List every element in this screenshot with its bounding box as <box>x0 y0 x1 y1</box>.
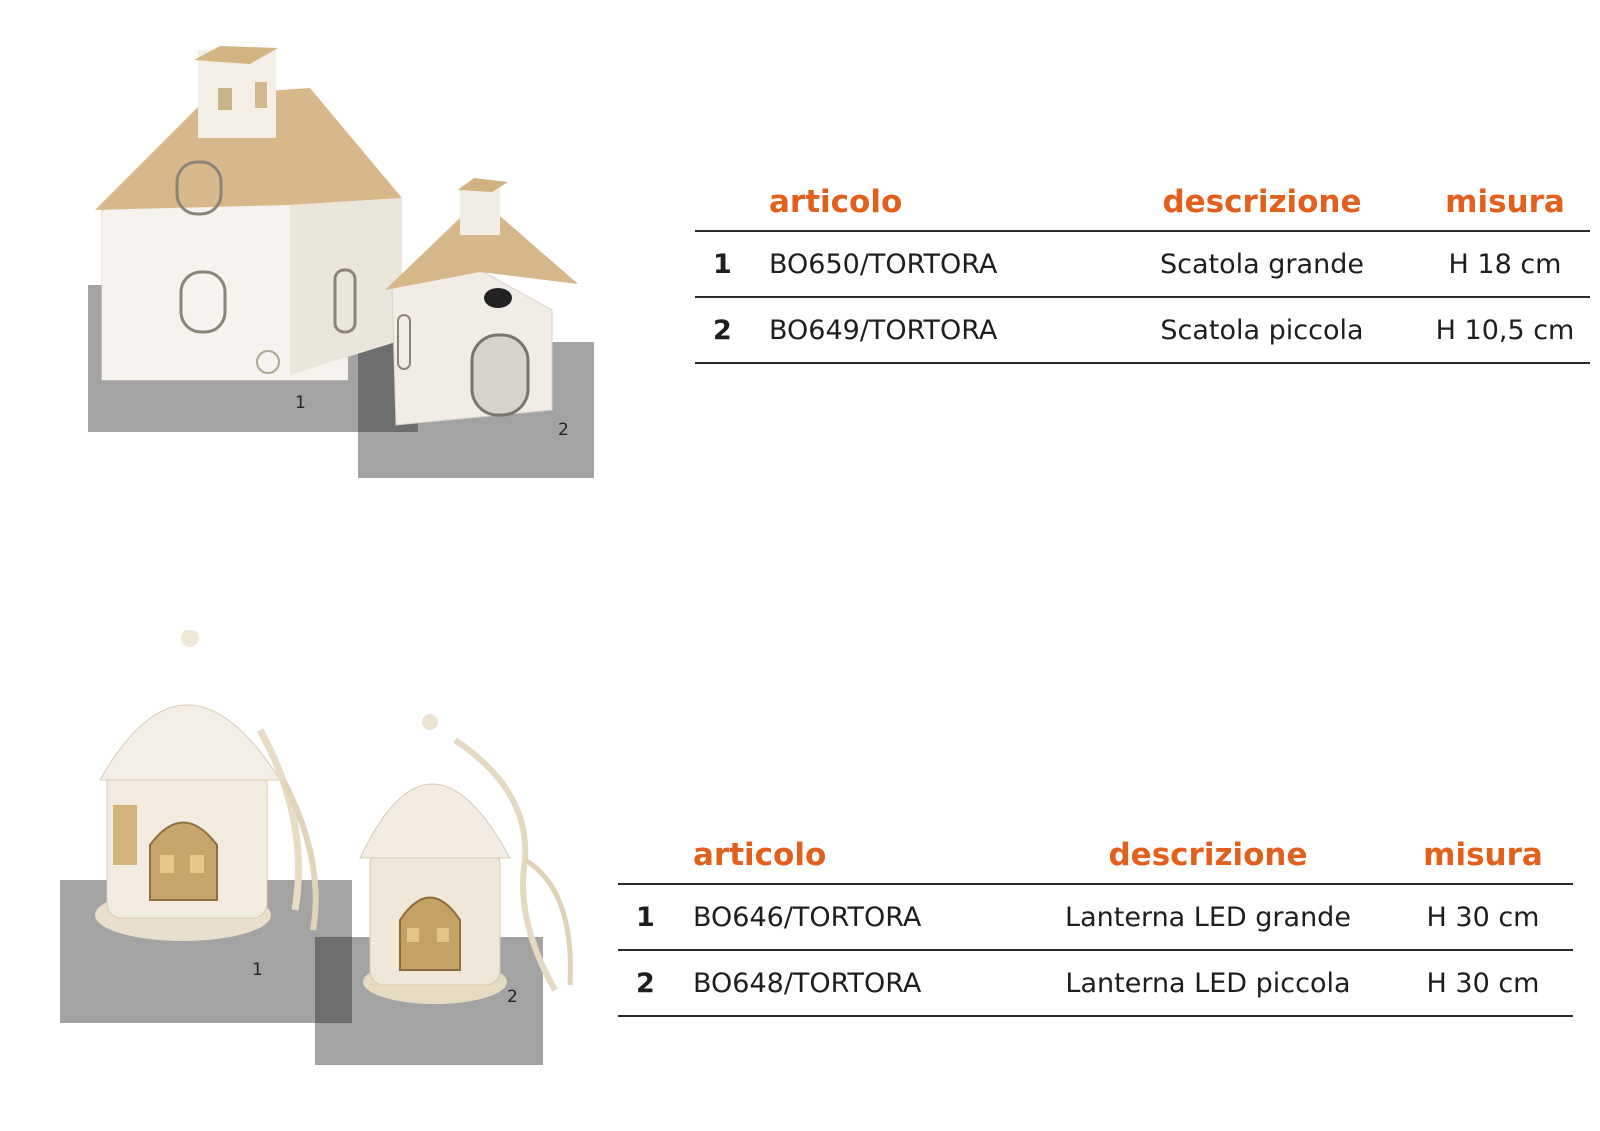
table-row: 1 BO650/TORTORA Scatola grande H 18 cm <box>695 231 1590 298</box>
header-articolo: articolo <box>693 833 1023 885</box>
small-led-lantern <box>359 714 573 1004</box>
row-misura: H 18 cm <box>1420 231 1590 298</box>
row-misura: H 30 cm <box>1393 884 1573 951</box>
photo-label-2: 2 <box>507 987 518 1007</box>
led-lanterns-illustration <box>60 630 573 1065</box>
row-descrizione: Lanterna LED piccola <box>1023 950 1393 1017</box>
photo-label-1: 1 <box>252 960 263 980</box>
table-row: 2 BO649/TORTORA Scatola piccola H 10,5 c… <box>695 297 1590 364</box>
table-row: 1 BO646/TORTORA Lanterna LED grande H 30… <box>618 884 1573 951</box>
header-misura: misura <box>1393 833 1573 885</box>
header-descrizione: descrizione <box>1104 180 1420 232</box>
small-house-box <box>385 178 578 426</box>
product-photo-house-boxes: 1 2 <box>80 40 610 490</box>
row-number: 1 <box>618 884 693 951</box>
row-articolo: BO649/TORTORA <box>769 297 1104 364</box>
row-descrizione: Lanterna LED grande <box>1023 884 1393 951</box>
header-num <box>695 180 769 232</box>
row-misura: H 10,5 cm <box>1420 297 1590 364</box>
row-number: 2 <box>695 297 769 364</box>
table-row: 2 BO648/TORTORA Lanterna LED piccola H 3… <box>618 950 1573 1017</box>
spec-table-house-boxes: articolo descrizione misura 1 BO650/TORT… <box>695 180 1590 364</box>
header-articolo: articolo <box>769 180 1104 232</box>
row-descrizione: Scatola piccola <box>1104 297 1420 364</box>
large-house-box <box>95 46 402 381</box>
row-number: 1 <box>695 231 769 298</box>
photo-label-1: 1 <box>295 393 306 413</box>
header-descrizione: descrizione <box>1023 833 1393 885</box>
large-led-lantern <box>95 630 319 941</box>
row-articolo: BO650/TORTORA <box>769 231 1104 298</box>
photo-label-2: 2 <box>558 420 569 440</box>
table-header-row: articolo descrizione misura <box>618 833 1573 885</box>
row-articolo: BO648/TORTORA <box>693 950 1023 1017</box>
row-articolo: BO646/TORTORA <box>693 884 1023 951</box>
house-boxes-illustration <box>88 46 594 478</box>
row-misura: H 30 cm <box>1393 950 1573 1017</box>
table-header-row: articolo descrizione misura <box>695 180 1590 232</box>
spec-table-led-lanterns: articolo descrizione misura 1 BO646/TORT… <box>618 833 1573 1017</box>
header-num <box>618 833 693 885</box>
product-photo-led-lanterns: 1 2 <box>55 630 595 1080</box>
header-misura: misura <box>1420 180 1590 232</box>
row-descrizione: Scatola grande <box>1104 231 1420 298</box>
row-number: 2 <box>618 950 693 1017</box>
